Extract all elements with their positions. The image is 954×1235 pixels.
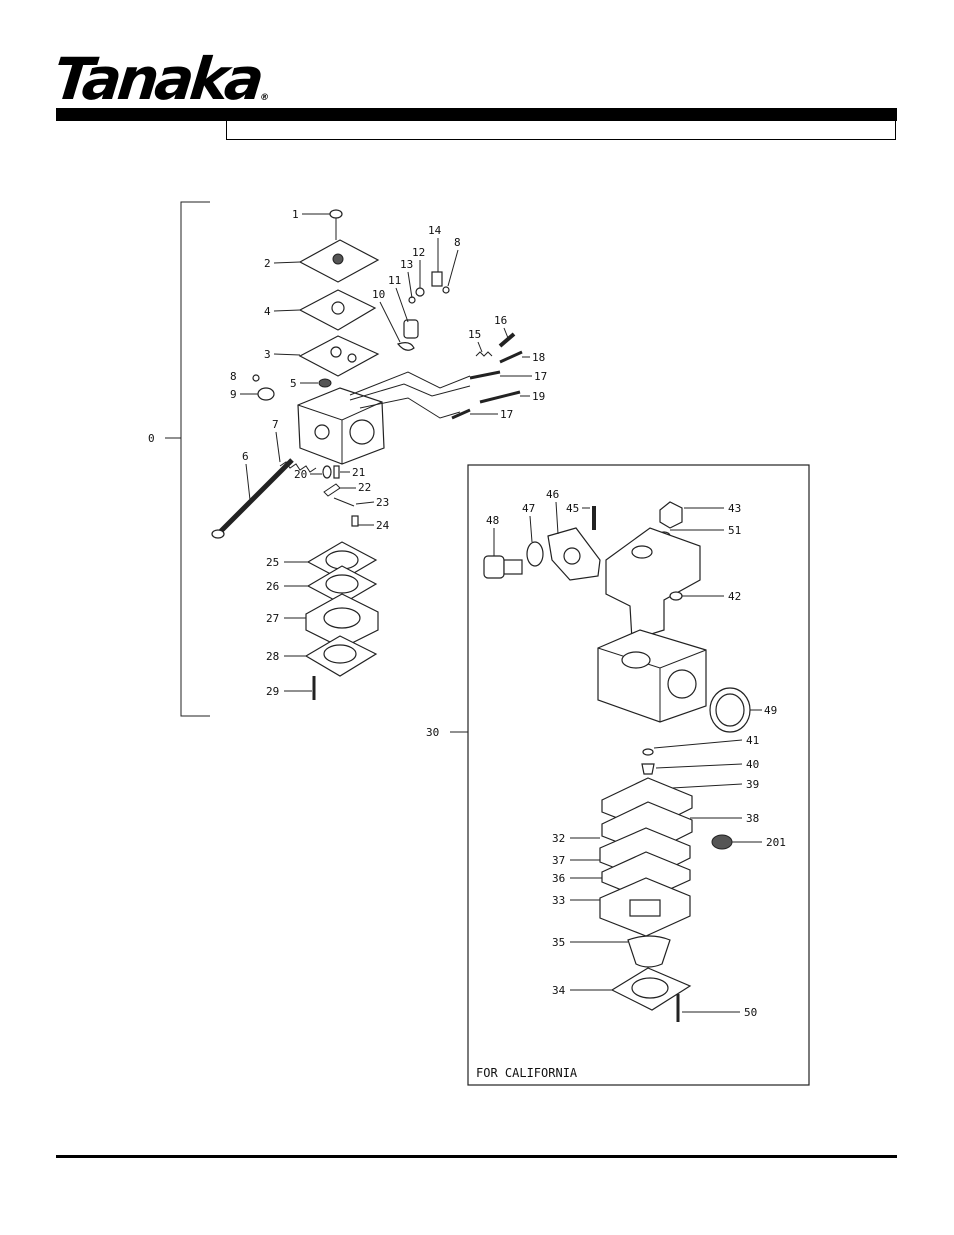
part-label: 27 bbox=[266, 612, 279, 625]
part-label: 5 bbox=[290, 377, 297, 390]
part-label: 2 bbox=[264, 257, 271, 270]
assembly-bracket bbox=[181, 202, 210, 716]
kit-caption: FOR CALIFORNIA bbox=[476, 1066, 578, 1080]
part-label: 17 bbox=[500, 408, 513, 421]
part-label: 10 bbox=[372, 288, 385, 301]
part-label: 37 bbox=[552, 854, 565, 867]
part-label: 7 bbox=[272, 418, 279, 431]
part-label: 41 bbox=[746, 734, 759, 747]
part-label: 1 bbox=[292, 208, 299, 221]
part-label: 43 bbox=[728, 502, 741, 515]
part-label: 29 bbox=[266, 685, 279, 698]
part-label: 15 bbox=[468, 328, 481, 341]
part-label: 32 bbox=[552, 832, 565, 845]
assembly-label: 0 bbox=[148, 432, 155, 445]
part-label: 40 bbox=[746, 758, 759, 771]
part-label: 6 bbox=[242, 450, 249, 463]
part-label: 50 bbox=[744, 1006, 757, 1019]
part-label: 14 bbox=[428, 224, 442, 237]
part-label: 21 bbox=[352, 466, 365, 479]
part-label: 22 bbox=[358, 481, 371, 494]
part-label: 13 bbox=[400, 258, 413, 271]
main-parts-graphics bbox=[212, 210, 522, 700]
part-label: 23 bbox=[376, 496, 389, 509]
part-label: 47 bbox=[522, 502, 535, 515]
part-label: 17 bbox=[534, 370, 547, 383]
part-label: 51 bbox=[728, 524, 741, 537]
part-label: 33 bbox=[552, 894, 565, 907]
part-label: 38 bbox=[746, 812, 759, 825]
part-label: 28 bbox=[266, 650, 279, 663]
kit-label: 30 bbox=[426, 726, 439, 739]
part-label: 8 bbox=[230, 370, 237, 383]
part-label: 16 bbox=[494, 314, 507, 327]
part-label: 48 bbox=[486, 514, 499, 527]
part-label: 49 bbox=[764, 704, 777, 717]
part-label: 201 bbox=[766, 836, 786, 849]
part-label: 11 bbox=[388, 274, 401, 287]
part-label: 46 bbox=[546, 488, 559, 501]
part-label: 20 bbox=[294, 468, 307, 481]
part-label: 18 bbox=[532, 351, 545, 364]
part-label: 9 bbox=[230, 388, 237, 401]
part-label: 39 bbox=[746, 778, 759, 791]
part-label: 45 bbox=[566, 502, 579, 515]
kit-parts-graphics bbox=[484, 502, 750, 1022]
part-label: 25 bbox=[266, 556, 279, 569]
part-label: 26 bbox=[266, 580, 279, 593]
part-label: 8 bbox=[454, 236, 461, 249]
part-label: 42 bbox=[728, 590, 741, 603]
part-label: 4 bbox=[264, 305, 271, 318]
main-part-labels: 1 2 4 3 5 8 9 7 6 10 11 13 12 14 8 15 16… bbox=[230, 208, 547, 698]
part-label: 12 bbox=[412, 246, 425, 259]
part-label: 3 bbox=[264, 348, 271, 361]
footer-rule bbox=[56, 1155, 897, 1158]
part-label: 34 bbox=[552, 984, 566, 997]
part-label: 24 bbox=[376, 519, 390, 532]
part-label: 35 bbox=[552, 936, 565, 949]
part-label: 36 bbox=[552, 872, 565, 885]
part-label: 19 bbox=[532, 390, 545, 403]
